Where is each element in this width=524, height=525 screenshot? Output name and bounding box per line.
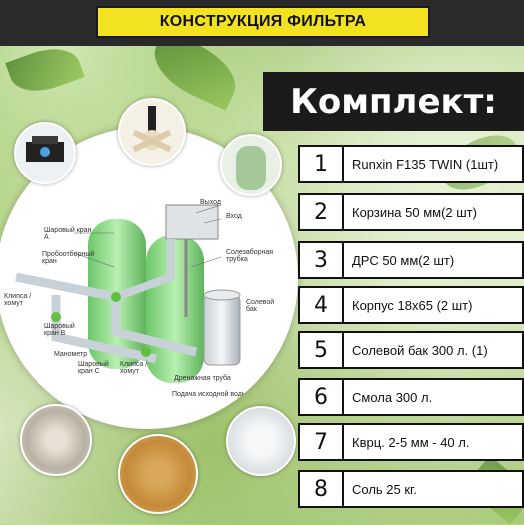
kit-item-number: 2: [298, 193, 344, 231]
label-drain: Дренажная труба: [174, 375, 231, 382]
kit-item-label: ДРС 50 мм(2 шт): [344, 241, 524, 279]
label-salt-tube: Солезаборная трубка: [226, 249, 274, 263]
kit-item: 7 Кврц. 2-5 мм - 40 л.: [298, 423, 524, 461]
label-sample: Пробоотборный кран: [42, 251, 95, 265]
kit-item: 6 Смола 300 л.: [298, 378, 524, 416]
kit-heading-text: Комплект:: [290, 81, 497, 122]
kit-item-number: 6: [298, 378, 344, 416]
tank-icon: [236, 146, 266, 190]
salt-photo: [118, 434, 198, 514]
kit-item-label: Кврц. 2-5 мм - 40 л.: [344, 423, 524, 461]
kit-item-label: Runxin F135 TWIN (1шт): [344, 145, 524, 183]
kit-item: 1 Runxin F135 TWIN (1шт): [298, 145, 524, 183]
label-out: Выход: [200, 199, 221, 206]
salt-tank-photo: [226, 406, 296, 476]
diagram-drawing: [15, 204, 241, 383]
salt-tank: [203, 294, 241, 366]
leaf-decoration: [5, 39, 85, 101]
label-salt-tank: Солевой бак: [246, 299, 275, 313]
label-feed: Подача исходной воды: [172, 391, 247, 398]
label-ball-a: Шаровый кран А: [44, 227, 92, 241]
kit-item: 3 ДРС 50 мм(2 шт): [298, 241, 524, 279]
kit-item-number: 7: [298, 423, 344, 461]
control-valve: [165, 204, 219, 240]
basket-icon: [132, 106, 172, 153]
kit-item-label: Смола 300 л.: [344, 378, 524, 416]
kit-item: 4 Корпус 18х65 (2 шт): [298, 286, 524, 324]
kit-item-label: Солевой бак 300 л. (1): [344, 331, 524, 369]
kit-item: 8 Соль 25 кг.: [298, 470, 524, 508]
kit-item: 5 Солевой бак 300 л. (1): [298, 331, 524, 369]
label-ball-c: Шаровый кран С: [78, 361, 109, 375]
label-ball-b: Шаровый кран В: [44, 323, 75, 337]
kit-item-number: 8: [298, 470, 344, 508]
tank-body-photo: [220, 134, 282, 196]
distributor-basket-photo: [118, 98, 186, 166]
valve-icon: [26, 136, 64, 162]
title-bar: КОНСТРУКЦИЯ ФИЛЬТРА: [0, 0, 524, 46]
kit-item-number: 3: [298, 241, 344, 279]
kit-heading: Комплект:: [263, 72, 524, 131]
kit-item-label: Корзина 50 мм(2 шт): [344, 193, 524, 231]
kit-item-label: Соль 25 кг.: [344, 470, 524, 508]
label-manometer: Манометр: [54, 351, 88, 358]
title-banner: КОНСТРУКЦИЯ ФИЛЬТРА: [96, 6, 430, 38]
control-valve-photo: [14, 122, 76, 184]
label-clip-left: Клипса /хомут: [4, 293, 32, 307]
kit-item-number: 4: [298, 286, 344, 324]
page-title: КОНСТРУКЦИЯ ФИЛЬТРА: [159, 13, 367, 30]
label-in: Вход: [226, 213, 242, 220]
kit-item-label: Корпус 18х65 (2 шт): [344, 286, 524, 324]
quartz-gravel-photo: [20, 404, 92, 476]
kit-item-number: 5: [298, 331, 344, 369]
kit-item: 2 Корзина 50 мм(2 шт): [298, 193, 524, 231]
kit-item-number: 1: [298, 145, 344, 183]
label-clip-right: Клипса /хомут: [120, 361, 148, 375]
